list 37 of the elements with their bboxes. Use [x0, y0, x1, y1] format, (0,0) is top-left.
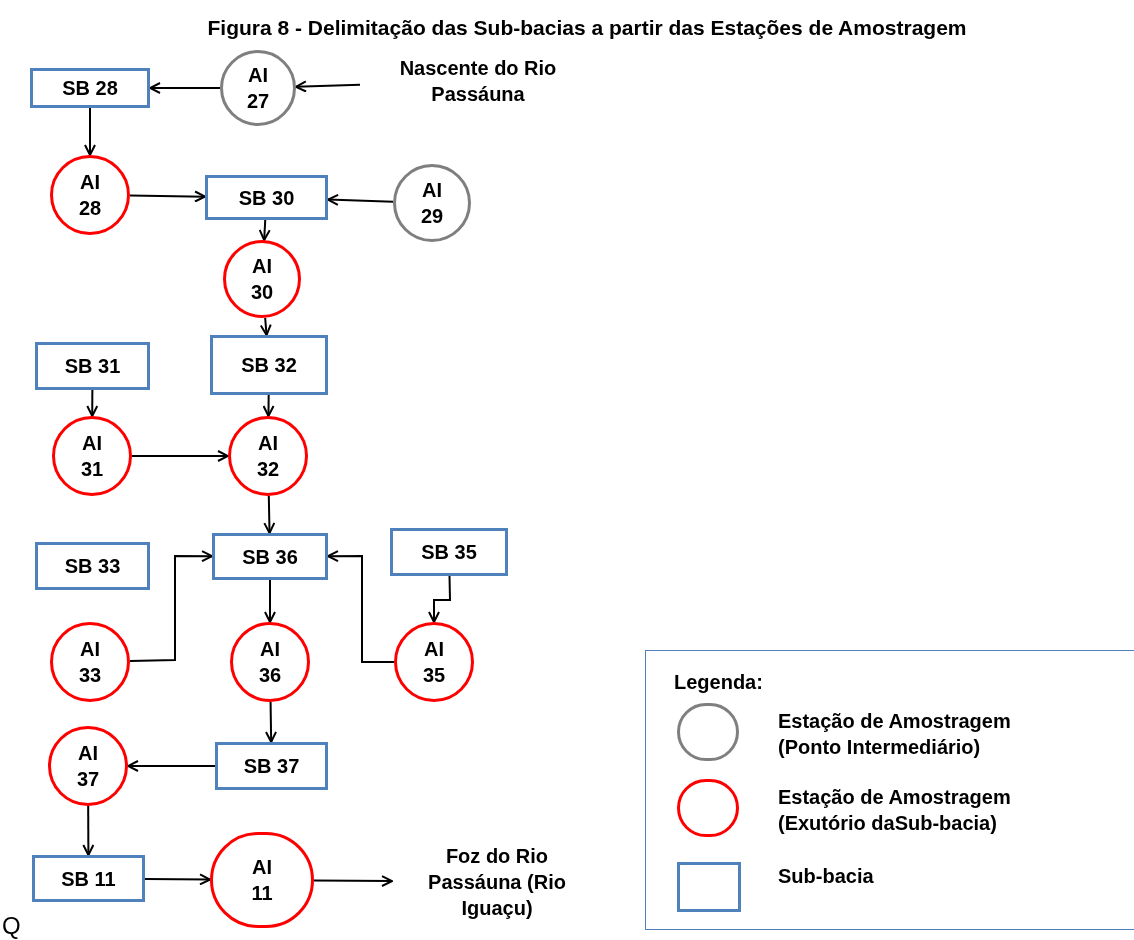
sub-basin-box: SB 28 — [30, 68, 150, 108]
place-label: Foz do Rio Passáuna (Rio Iguaçu) — [392, 836, 602, 928]
arrow — [258, 219, 271, 242]
sub-basin-box: SB 30 — [205, 175, 328, 220]
arrow — [129, 190, 206, 203]
arrow — [295, 80, 361, 93]
figure-title: Figura 8 - Delimitação das Sub-bacias a partir das Estações de Amostragem — [206, 15, 968, 41]
arrow — [327, 193, 394, 206]
sub-basin-box: SB 31 — [35, 342, 150, 390]
sub-basin-box: SB 33 — [35, 542, 150, 590]
legend-heading: Legenda: — [674, 670, 763, 695]
arrow — [327, 550, 395, 663]
arrow — [84, 107, 96, 156]
arrow — [149, 82, 221, 94]
sub-basin-box: SB 32 — [210, 335, 328, 395]
arrow — [129, 550, 213, 663]
sub-basin-box: SB 37 — [215, 742, 328, 790]
arrow — [265, 701, 277, 743]
arrow — [144, 873, 211, 886]
arrow — [264, 579, 276, 623]
arrow — [127, 760, 216, 772]
stray-letter: Q — [2, 911, 21, 940]
legend-text: Sub-bacia — [778, 864, 875, 889]
sub-basin-box: SB 35 — [390, 528, 508, 576]
legend-text: Estação de Amostragem (Exutório daSub-bacia) — [778, 785, 1012, 836]
arrow — [263, 495, 276, 534]
arrow — [82, 805, 95, 856]
arrow — [428, 575, 452, 623]
arrow — [313, 875, 393, 887]
arrow — [259, 316, 272, 336]
arrow — [131, 450, 229, 462]
legend-text: Estação de Amostragem (Ponto Intermediário) — [778, 709, 1012, 760]
arrow — [262, 394, 275, 417]
arrow — [86, 389, 99, 417]
sub-basin-box: SB 36 — [212, 533, 328, 580]
place-label: Nascente do Rio Passáuna — [360, 52, 596, 110]
sub-basin-box: SB 11 — [32, 855, 145, 902]
